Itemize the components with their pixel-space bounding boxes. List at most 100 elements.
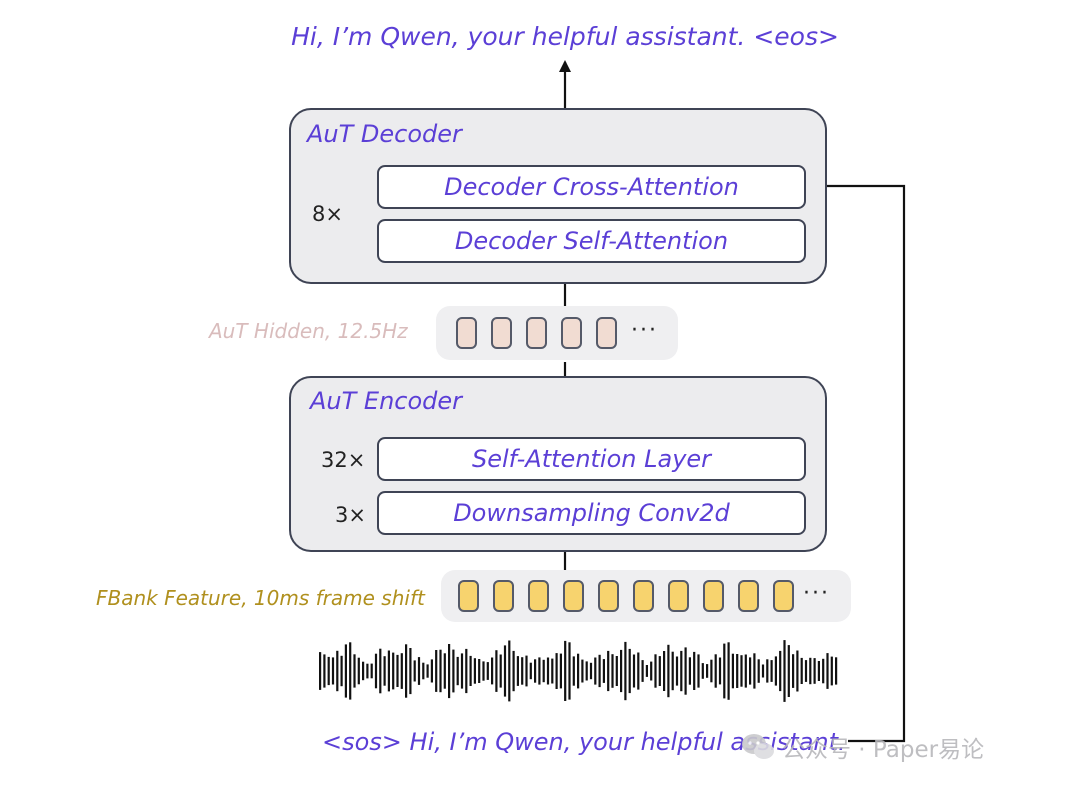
waveform-bar (495, 650, 498, 692)
hidden-token (491, 317, 512, 349)
waveform-bar (783, 640, 786, 702)
waveform-bar (460, 653, 464, 689)
waveform-bar (632, 654, 636, 688)
waveform-bar (568, 642, 571, 700)
waveform-bar (757, 659, 760, 683)
waveform-bar (645, 665, 648, 677)
waveform-bar (607, 650, 610, 692)
fbank-token-strip: ··· (441, 570, 851, 622)
waveform-bar (602, 659, 605, 683)
waveform-bar (327, 656, 330, 686)
waveform-bar (675, 656, 679, 686)
fbank-token (738, 580, 759, 612)
hidden-token (596, 317, 617, 349)
waveform-bar (353, 654, 356, 688)
waveform-bar (585, 661, 588, 681)
wechat-icon (742, 734, 774, 759)
waveform-bar (430, 659, 433, 683)
waveform-bar (559, 653, 562, 689)
waveform-bar (723, 643, 726, 699)
waveform-bar (714, 654, 717, 688)
waveform-bar (624, 641, 627, 701)
waveform-bar (362, 661, 365, 681)
waveform-bar (804, 660, 808, 682)
waveform-bar (491, 657, 494, 685)
waveform-bar (667, 644, 670, 698)
waveform-bar (529, 662, 532, 680)
waveform-bar (753, 653, 756, 689)
decoder-cross-attention-layer: Decoder Cross-Attention (377, 165, 806, 209)
hidden-token (456, 317, 477, 349)
waveform-bar (392, 652, 395, 690)
fbank-ellipsis: ··· (803, 581, 830, 606)
waveform-bar (521, 657, 524, 685)
waveform-bar (740, 655, 743, 687)
waveform-bar (830, 656, 833, 686)
waveform-bar (671, 651, 674, 691)
waveform-bar (654, 654, 657, 688)
waveform-bar (663, 651, 666, 691)
waveform-bar (718, 657, 722, 685)
waveform-bar (387, 650, 390, 692)
fbank-token (668, 580, 689, 612)
waveform-bar (774, 656, 777, 686)
waveform-bar (766, 659, 769, 683)
waveform-bar (516, 656, 519, 686)
fbank-label: FBank Feature, 10ms frame shift (96, 586, 425, 610)
waveform-bar (366, 663, 369, 679)
waveform-bar (611, 654, 614, 688)
waveform-bar (792, 654, 795, 688)
hidden-ellipsis: ··· (631, 318, 658, 343)
waveform-bar (482, 661, 485, 681)
waveform-bar (727, 642, 730, 700)
waveform-bar (693, 651, 696, 690)
waveform-bar (680, 650, 683, 692)
watermark: 公众号 · Paper易论 (740, 730, 984, 764)
fbank-token (528, 580, 549, 612)
waveform-bar (835, 657, 838, 685)
encoder-self-attention-repeat: 32× (321, 448, 366, 472)
waveform-bar (465, 648, 468, 694)
waveform-bar (405, 644, 408, 698)
encoder-conv-repeat: 3× (335, 503, 366, 527)
waveform-bar (800, 657, 803, 684)
waveform-bar (710, 659, 713, 683)
waveform-bar (826, 653, 829, 689)
waveform-bar (349, 642, 352, 700)
waveform-bar (417, 657, 421, 685)
decoder-title: AuT Decoder (307, 120, 462, 148)
waveform-bar (787, 645, 790, 697)
waveform-bar (817, 661, 820, 681)
waveform-bar (435, 650, 438, 692)
waveform-bar (809, 657, 812, 685)
waveform-bar (736, 654, 739, 688)
waveform-bar (546, 657, 550, 685)
waveform-bar (688, 657, 691, 685)
waveform-bar (331, 657, 335, 685)
waveform-bar (598, 654, 601, 688)
decoder-self-attention-layer: Decoder Self-Attention (377, 219, 806, 263)
fbank-token (598, 580, 619, 612)
waveform-bar (615, 656, 618, 686)
waveform-bar (396, 654, 399, 687)
waveform-bar (426, 664, 429, 678)
waveform-bar (658, 656, 661, 686)
waveform-bar (340, 655, 343, 687)
watermark-text: 公众号 · Paper易论 (782, 737, 985, 763)
waveform-bar (413, 660, 416, 682)
waveform-bar (620, 649, 623, 693)
waveform-bar (684, 647, 687, 695)
waveform-bar (323, 654, 326, 688)
waveform-bar (749, 657, 752, 685)
waveform-bar (336, 650, 339, 692)
fbank-token (773, 580, 794, 612)
waveform-bar (731, 653, 734, 689)
waveform-bar (456, 656, 459, 686)
waveform-bar (319, 652, 322, 690)
waveform-bar (469, 655, 472, 686)
waveform-bar (589, 662, 593, 680)
waveform-bar (796, 650, 799, 692)
waveform-bar (697, 654, 700, 688)
waveform-bar (422, 662, 425, 680)
waveform-bar (770, 660, 773, 682)
